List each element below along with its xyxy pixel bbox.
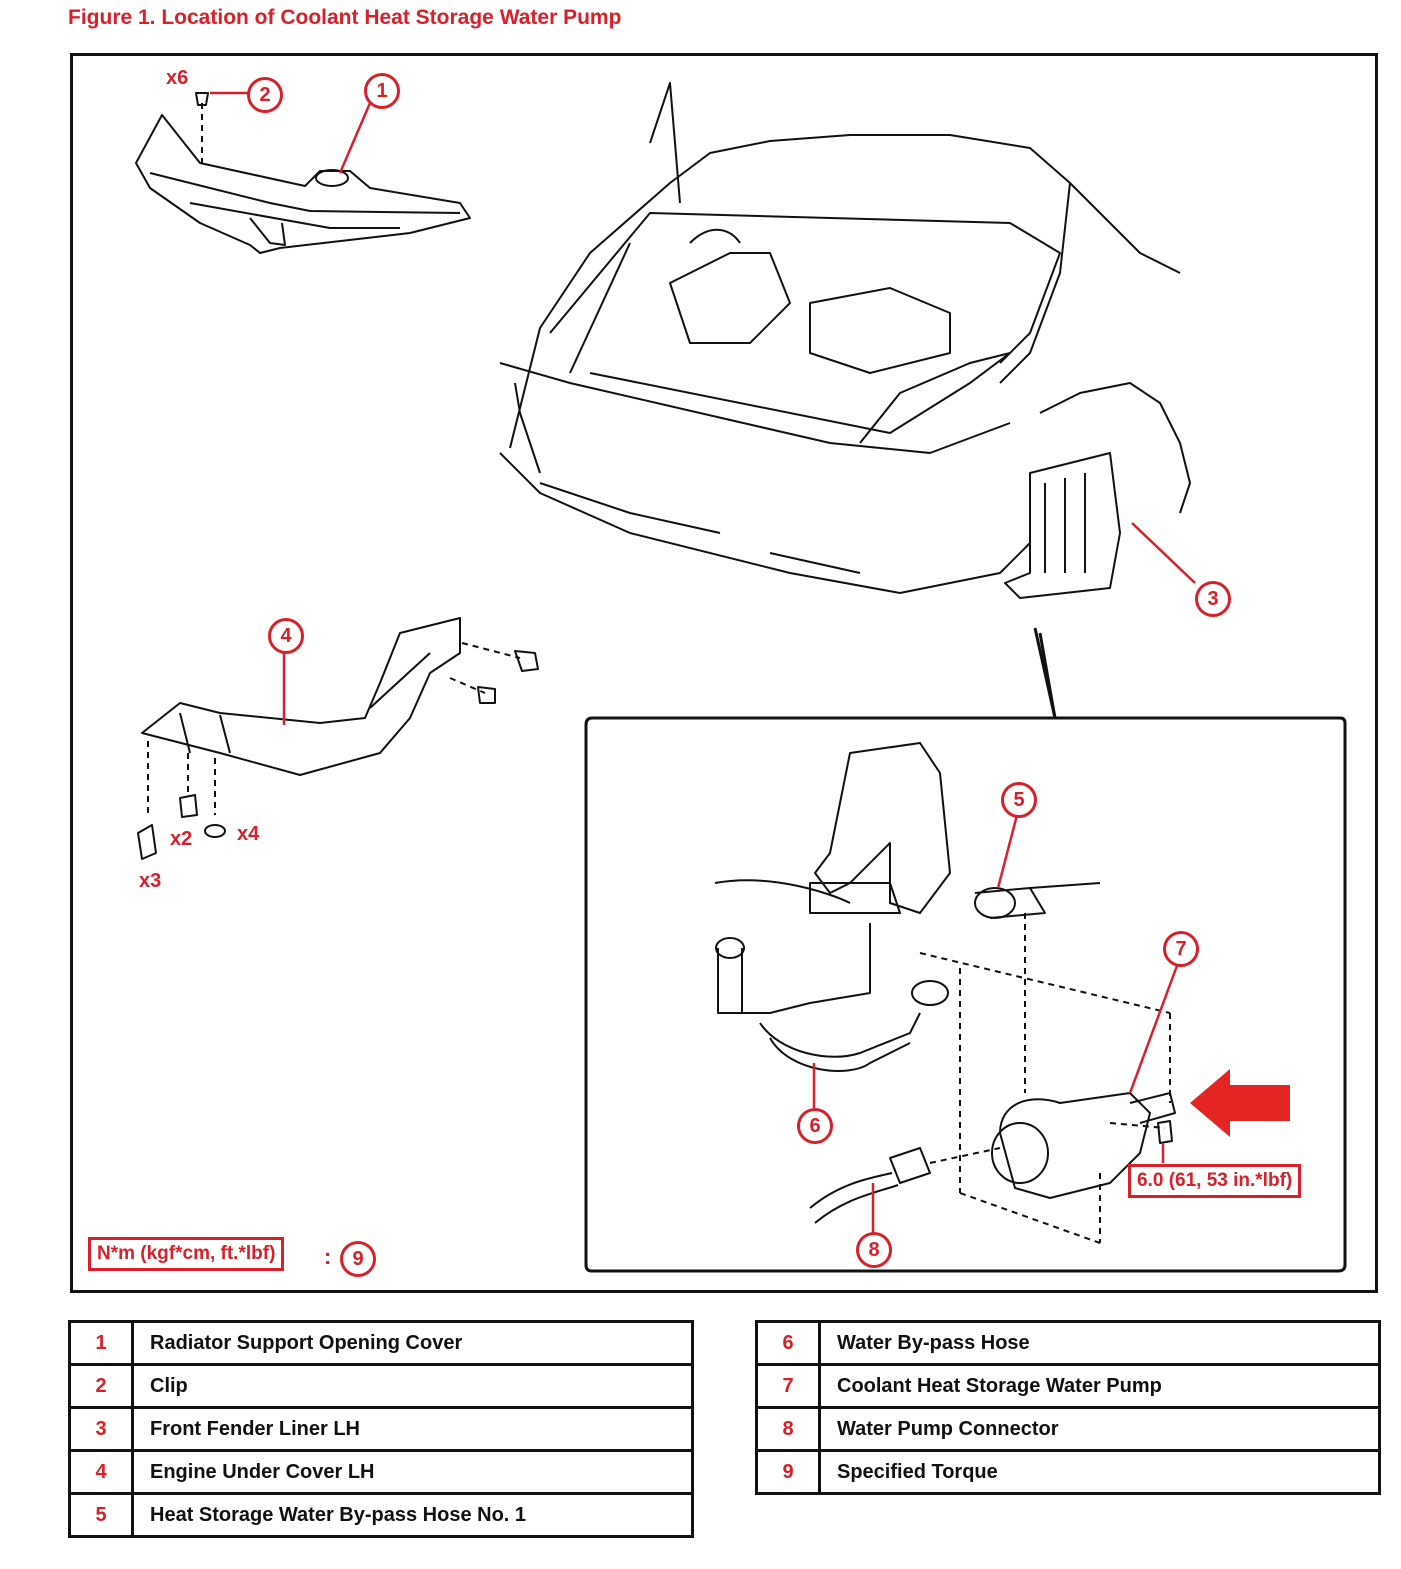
legend-num: 1 [68,1320,134,1366]
legend-label: Coolant Heat Storage Water Pump [818,1363,1381,1409]
quantity-x2: x2 [170,828,193,850]
engine-under-cover-drawing [137,617,539,860]
legend-num: 3 [68,1406,134,1452]
diagram-frame [70,53,1378,1293]
callout-leaders [210,91,1196,1233]
legend-num: 6 [755,1320,821,1366]
diagram-drawing [135,82,1347,1273]
callout-5: 5 [1001,782,1037,818]
torque-value-box: 6.0 (61, 53 in.*lbf) [1128,1164,1302,1198]
legend-label: Engine Under Cover LH [131,1449,694,1495]
legend-num: 9 [755,1449,821,1495]
legend-label: Clip [131,1363,694,1409]
callout-4: 4 [268,618,304,654]
figure-title: Figure 1. Location of Coolant Heat Stora… [68,6,622,29]
direction-arrow [1190,1069,1290,1137]
legend-num: 2 [68,1363,134,1409]
quantity-x3: x3 [139,870,162,892]
fender-liner-drawing [1004,452,1121,599]
legend-label: Front Fender Liner LH [131,1406,694,1452]
legend-label: Specified Torque [818,1449,1381,1495]
legend-num: 4 [68,1449,134,1495]
callout-9: 9 [340,1241,376,1277]
callout-8: 8 [856,1232,892,1268]
legend-label: Water By-pass Hose [818,1320,1381,1366]
legend-num: 5 [68,1492,134,1538]
units-colon: : [324,1244,332,1269]
callout-6: 6 [797,1108,833,1144]
callout-7: 7 [1163,931,1199,967]
inset-detail-drawing [714,742,1176,1244]
radiator-support-cover-drawing [135,92,471,254]
legend-num: 7 [755,1363,821,1409]
units-legend-box: N*m (kgf*cm, ft.*lbf) [88,1237,285,1271]
callout-1: 1 [364,73,400,109]
callout-2: 2 [247,77,283,113]
quantity-x4: x4 [237,823,260,845]
car-front-drawing [499,82,1191,594]
legend-label: Water Pump Connector [818,1406,1381,1452]
callout-3: 3 [1195,581,1231,617]
legend-num: 8 [755,1406,821,1452]
quantity-x6: x6 [166,67,189,89]
legend-label: Radiator Support Opening Cover [131,1320,694,1366]
legend-label: Heat Storage Water By-pass Hose No. 1 [131,1492,694,1538]
